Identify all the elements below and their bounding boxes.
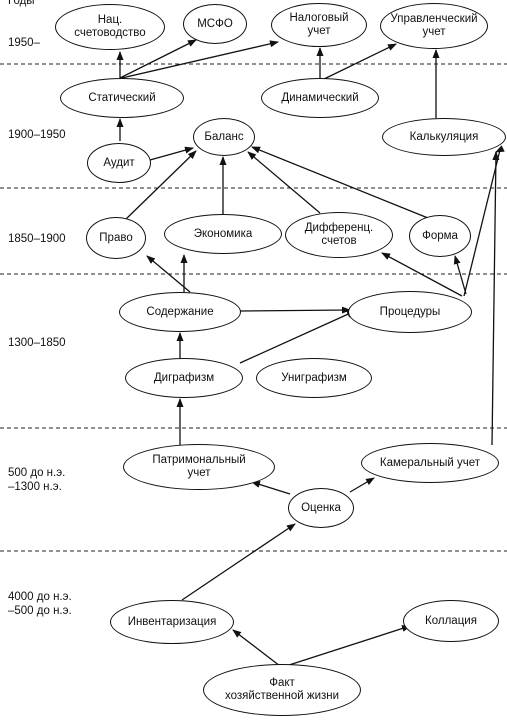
node-label: Патримональный учет xyxy=(152,454,246,479)
arrow-1 xyxy=(119,39,197,79)
node-nac: Нац. счетоводство xyxy=(55,4,165,50)
node-soderzh: Содержание xyxy=(119,292,241,332)
arrow-19 xyxy=(239,310,356,364)
node-label: Налоговый учет xyxy=(289,12,349,37)
node-invent: Инвентаризация xyxy=(110,600,234,644)
period-4000bc-500bc: 4000 до н.э. –500 до н.э. xyxy=(8,591,72,617)
period-1300-1850: 1300–1850 xyxy=(8,337,66,349)
arrow-7 xyxy=(149,146,194,161)
node-label: Управленческий учет xyxy=(390,13,478,38)
header-label: Годы xyxy=(8,0,35,7)
node-forma: Форма xyxy=(409,215,471,257)
node-msfo: МСФО xyxy=(183,4,247,44)
arrow-4 xyxy=(321,43,397,81)
node-label: МСФО xyxy=(197,17,233,30)
arrow-26 xyxy=(285,625,411,667)
node-label: Содержание xyxy=(146,305,214,318)
node-label: Статический xyxy=(88,91,156,104)
arrow-2 xyxy=(121,40,279,79)
node-upravl: Управленческий учет xyxy=(380,3,488,49)
arrow-22 xyxy=(349,477,375,493)
node-ocenka: Оценка xyxy=(288,488,354,528)
node-label: Дифференц. счетов xyxy=(304,222,374,247)
node-audit: Аудит xyxy=(87,143,151,183)
node-label: Калькуляция xyxy=(409,130,479,143)
node-label: Факт хозяйственной жизни xyxy=(224,677,340,702)
node-label: Процедуры xyxy=(379,305,441,318)
node-label: Коллация xyxy=(425,614,477,627)
node-balans: Баланс xyxy=(193,118,255,156)
node-label: Униграфизм xyxy=(281,371,347,384)
node-fakt: Факт хозяйственной жизни xyxy=(203,664,361,716)
node-digraf: Диграфизм xyxy=(125,358,243,398)
arrow-24 xyxy=(181,523,296,601)
node-econom: Экономика xyxy=(164,214,282,254)
node-kameral: Камеральный учет xyxy=(361,443,499,483)
node-label: Инвентаризация xyxy=(127,615,217,628)
node-pravo: Право xyxy=(86,217,146,259)
node-kalk: Калькуляция xyxy=(382,118,506,156)
period-1900-1950: 1900–1950 xyxy=(8,129,66,141)
arrows xyxy=(116,39,505,667)
node-nalog: Налоговый учет xyxy=(271,3,367,47)
node-label: Аудит xyxy=(103,156,135,169)
arrow-25 xyxy=(232,629,281,667)
node-label: Право xyxy=(99,231,133,244)
node-label: Экономика xyxy=(193,227,253,240)
node-label: Камеральный учет xyxy=(379,456,481,469)
arrow-12 xyxy=(146,255,191,293)
period-500bc-1300ad: 500 до н.э. –1300 н.э. xyxy=(8,467,66,493)
node-label: Оценка xyxy=(301,501,341,514)
period-1850-1900: 1850–1900 xyxy=(8,233,66,245)
arrow-21 xyxy=(251,481,291,495)
node-unigraf: Униграфизм xyxy=(256,358,372,398)
node-patrim: Патримональный учет xyxy=(123,444,275,490)
arrow-14 xyxy=(239,306,351,314)
node-label: Динамический xyxy=(281,91,359,104)
node-label: Нац. счетоводство xyxy=(74,14,146,39)
period-dividers xyxy=(0,63,507,552)
node-differ: Дифференц. счетов xyxy=(285,212,393,258)
node-label: Баланс xyxy=(204,130,244,143)
node-kollac: Коллация xyxy=(403,600,499,642)
arrow-11 xyxy=(251,146,429,219)
node-static: Статический xyxy=(60,78,184,118)
node-label: Диграфизм xyxy=(153,371,215,384)
arrow-15 xyxy=(453,255,467,295)
node-procedury: Процедуры xyxy=(348,291,472,333)
node-dynamic: Динамический xyxy=(261,78,379,118)
period-1950: 1950– xyxy=(8,37,40,49)
node-label: Форма xyxy=(422,229,458,242)
arrow-23 xyxy=(491,151,500,446)
arrow-10 xyxy=(247,151,321,214)
arrow-8 xyxy=(123,150,197,222)
arrow-16 xyxy=(381,252,463,297)
